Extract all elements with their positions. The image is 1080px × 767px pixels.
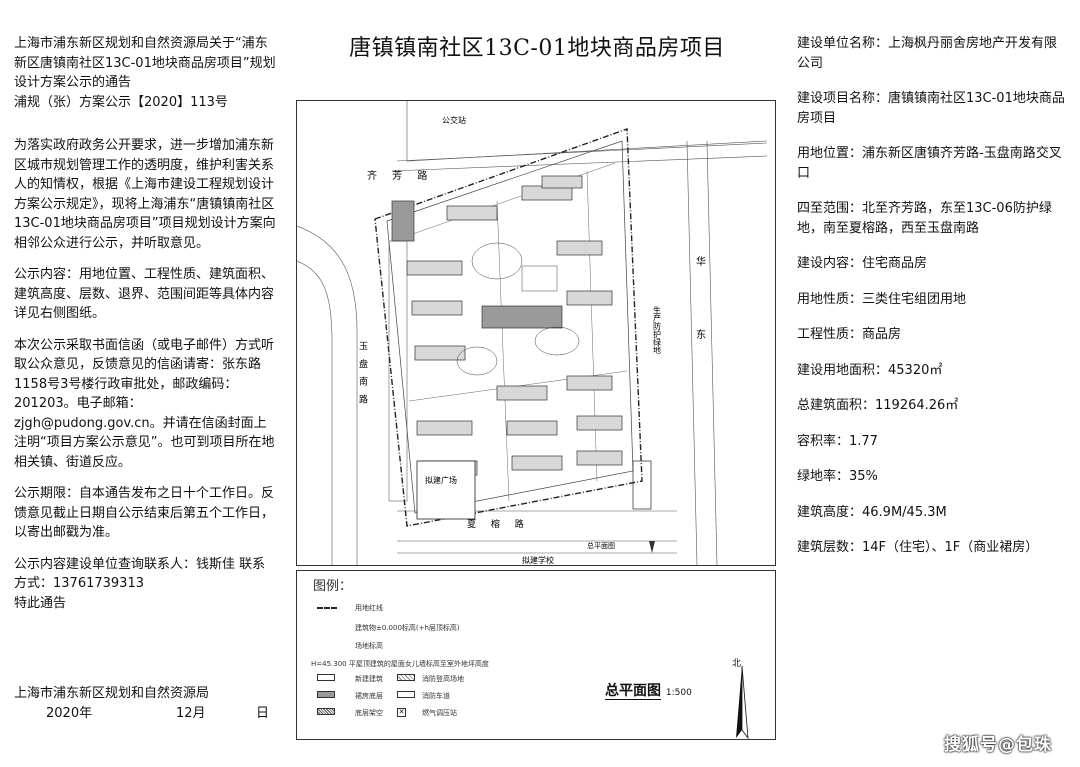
plaza-label: 拟建广场 [425,475,457,485]
notice-para-5: 公示内容建设单位查询联系人：钱斯佳 联系方式：13761739313 [14,556,266,592]
legend-item: 建筑物±0.000标高(+h层顶标高) [355,624,460,632]
project-info: 建设单位名称：上海枫丹丽舍房地产开发有限公司 建设项目名称：唐镇镇南社区13C-… [797,34,1067,574]
legend-title: 图例： [313,579,353,594]
road-west-label: 玉 盘 南 路 [357,341,368,407]
info-item: 建筑层数：14F（住宅）、1F（商业裙房） [797,540,1039,555]
info-item: 建设单位名称：上海枫丹丽舍房地产开发有限公司 [797,36,1058,71]
sign-month: 12月 [176,705,206,721]
sign-day: 日 [256,705,270,721]
plan-scale: 1:500 [665,688,692,698]
legend-item: 燃气调压站 [422,709,457,717]
green-belt-label: 生产防护绿地 [653,305,662,354]
podium-swatch [317,691,335,698]
gas-station-icon: ✕ [397,708,406,717]
page-title: 唐镇镇南社区13C-01地块商品房项目 [349,36,725,61]
legend-item: 消防车道 [422,692,450,700]
info-item: 总建筑面积：119264.26㎡ [797,398,959,413]
road-south-label: 夏 榕 路 [467,518,530,530]
fire-lane-swatch [397,691,415,698]
notice-para-3: 本次公示采取书面信函（或电子邮件）方式听取公众意见，反馈意见的信函请寄：张东路1… [14,337,275,470]
info-item: 工程性质：商品房 [797,327,902,342]
legend-item: H=45.300 平屋顶建筑的屋面女儿墙标高至室外地坪高度 [311,660,489,668]
sign-year: 2020年 [46,705,93,721]
fire-site-swatch [397,674,415,681]
doc-number: 浦规（张）方案公示【2020】113号 [14,94,228,110]
site-plan: 公交站 齐 芳 路 玉 盘 南 路 夏 榕 路 华 东 生产防护绿地 拟建广场 … [296,100,776,566]
legend-item: 用地红线 [355,604,383,612]
plan-title-label: 总平面图 [605,683,661,700]
watermark: 搜狐号@包珠 [944,735,1052,755]
sign-org: 上海市浦东新区规划和自然资源局 [14,686,210,701]
notice-para-1: 为落实政府政务公开要求，进一步增加浦东新区城市规划管理工作的透明度，维护利害关系… [14,138,276,251]
info-item: 绿地率：35% [797,469,878,484]
info-item: 容积率：1.77 [797,433,878,449]
legend-item: 新建建筑 [355,675,383,683]
info-item: 用地性质：三类住宅组团用地 [797,291,967,307]
bus-stop-label: 公交站 [442,115,466,125]
north-arrow-icon [736,665,749,740]
legend-line-symbol [317,607,337,609]
stilt-swatch [317,708,335,715]
signature-block: 上海市浦东新区规划和自然资源局 2020年 12月 日 [14,684,269,723]
road-north-label: 齐 芳 路 [367,169,433,182]
legend-item: 场地标高 [355,642,383,650]
info-item: 建设用地面积：45320㎡ [797,362,943,378]
legend-box: 图例： 用地红线 建筑物±0.000标高(+h层顶标高) 场地标高 H=45.3… [296,570,776,740]
road-east-label: 华 东 [694,255,706,369]
notice-para-2: 公示内容：用地位置、工程性质、建筑面积、建筑高度、层数、退界、范围间距等具体内容… [14,267,275,321]
info-item: 建设项目名称：唐镇镇南社区13C-01地块商品房项目 [797,91,1065,126]
notice-para-4: 公示期限：自本通告发布之日十个工作日。反馈意见截止日期自公示结束后第五个工作日，… [14,486,275,540]
legend-item: 消防登高场地 [422,675,464,683]
new-building-swatch [317,674,335,681]
plan-small-label: 总平面图 [587,541,615,550]
small-north-icon [649,541,655,553]
info-item: 用地位置：浦东新区唐镇齐芳路-玉盘南路交叉口 [797,146,1062,181]
notice-title: 上海市浦东新区规划和自然资源局关于“浦东新区唐镇南社区13C-01地块商品房项目… [14,36,276,90]
plan-title: 总平面图 1:500 [605,680,692,700]
sign-date: 2020年 12月 日 [14,704,269,724]
info-item: 建筑高度：46.9M/45.3M [797,504,947,520]
school-label: 拟建学校 [522,555,554,565]
notice-column: 上海市浦东新区规划和自然资源局关于“浦东新区唐镇南社区13C-01地块商品房项目… [14,34,276,625]
legend-item: 裙房底层 [355,692,383,700]
info-item: 四至范围：北至齐芳路，东至13C-06防护绿地，南至夏榕路，西至玉盘南路 [797,201,1052,236]
info-item: 建设内容：住宅商品房 [797,256,928,271]
site-plan-drawing: 公交站 齐 芳 路 玉 盘 南 路 夏 榕 路 华 东 生产防护绿地 拟建广场 … [296,101,768,566]
north-label: 北 [732,659,742,669]
notice-para-6: 特此通告 [14,595,67,611]
north-arrow: 北 [728,659,756,744]
legend-item: 底层架空 [355,709,383,717]
